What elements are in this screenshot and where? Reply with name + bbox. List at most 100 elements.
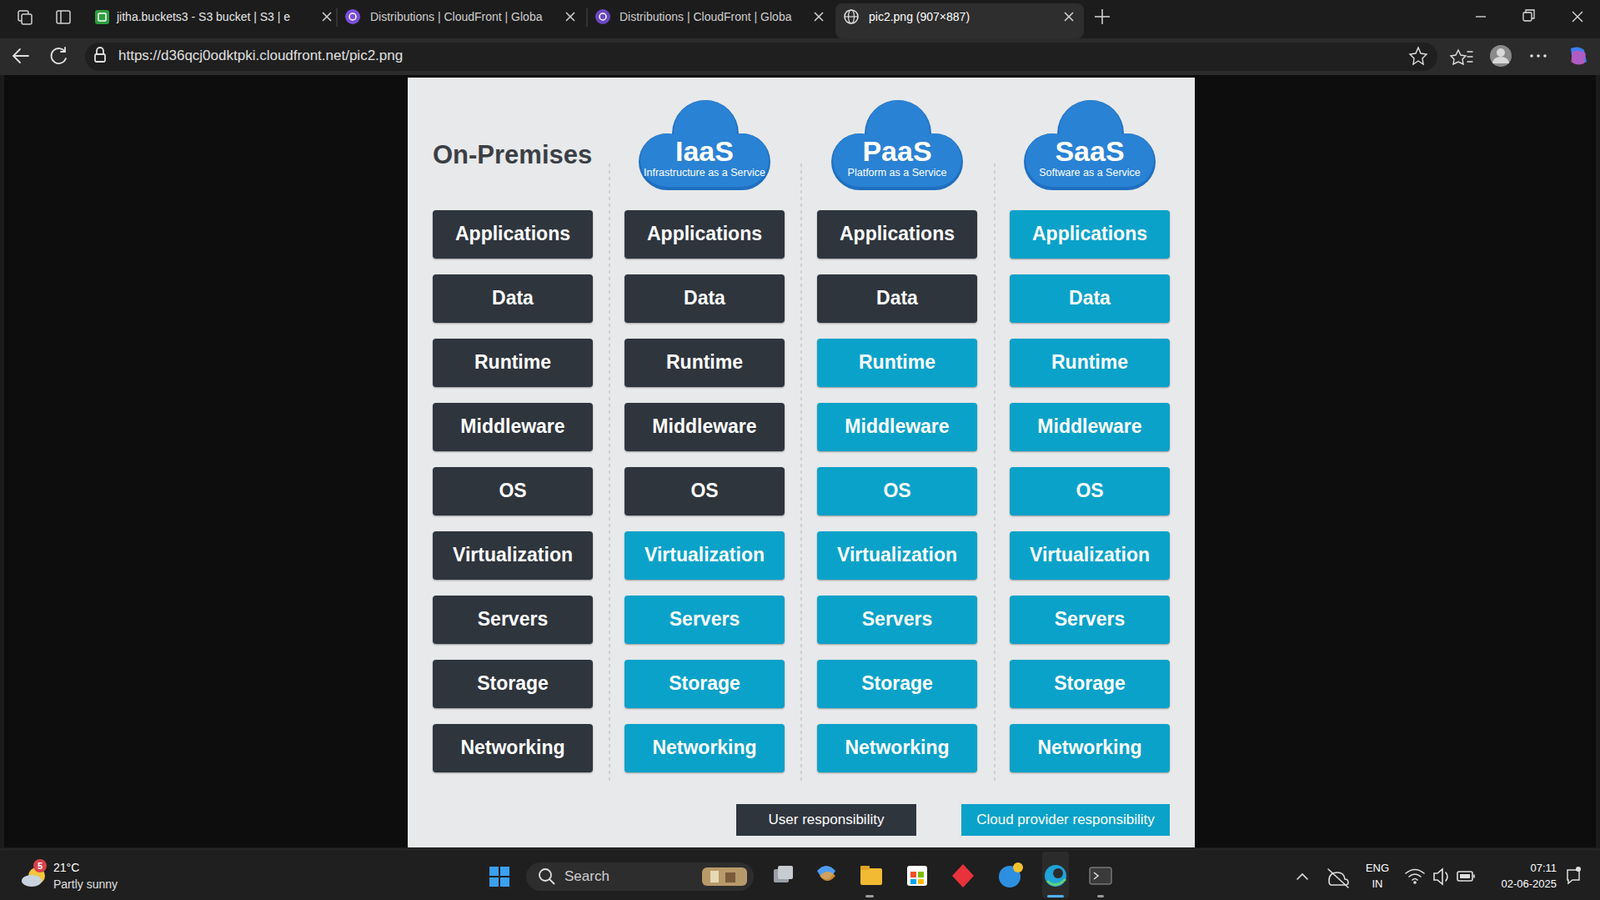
service-subtitle: Infrastructure as a Service — [643, 167, 766, 179]
layer-name: Networking — [844, 737, 949, 758]
layer-box: Networking — [624, 723, 785, 773]
layer-name: Middleware — [460, 416, 565, 437]
layer-name: OS — [882, 480, 911, 502]
layer-box: Runtime — [817, 338, 978, 387]
layer-box: OS — [624, 466, 785, 516]
service-subtitle: Platform as a Service — [847, 167, 948, 179]
layer-box: Storage — [1009, 659, 1170, 708]
column-heading: On-Premises — [432, 140, 592, 171]
region-code: IN — [1372, 877, 1384, 891]
legend-text: User responsibility — [768, 811, 885, 828]
layer-box: Runtime — [624, 338, 785, 387]
layer-box: Servers — [817, 595, 978, 644]
layer-box: Applications — [1009, 210, 1170, 259]
layer-name: Middleware — [1037, 416, 1142, 437]
layer-box: Applications — [432, 210, 593, 259]
layer-name: Runtime — [474, 351, 552, 373]
layer-name: Applications — [1032, 223, 1148, 245]
layer-box: OS — [432, 466, 593, 516]
layer-box: Networking — [817, 723, 978, 773]
search-text: Search — [564, 867, 610, 885]
layer-box: Runtime — [432, 338, 593, 387]
legend-swatch: User responsibility — [736, 803, 917, 836]
cloud-text-group: PaaSPlatform as a Service — [824, 93, 970, 196]
layer-box: Storage — [624, 659, 785, 708]
layer-name: Applications — [839, 223, 955, 245]
layer-box: Middleware — [432, 402, 593, 452]
legend-text: Cloud provider responsibility — [976, 811, 1155, 828]
layer-box: Virtualization — [817, 531, 978, 580]
service-name: IaaS — [675, 136, 734, 167]
layer-name: Middleware — [652, 416, 757, 437]
layer-name: Middleware — [844, 416, 949, 437]
layer-box: Middleware — [624, 402, 785, 452]
tab-title: pic2.png (907×887) — [868, 10, 970, 24]
language-code: ENG — [1365, 862, 1390, 875]
layer-box: Servers — [432, 595, 593, 644]
layer-box: OS — [1009, 466, 1170, 516]
layer-box: Virtualization — [624, 531, 785, 580]
layer-name: Virtualization — [837, 544, 958, 566]
service-cloud: PaaSPlatform as a Service — [824, 93, 970, 196]
layer-name: Servers — [862, 608, 933, 630]
layer-box: Data — [432, 274, 593, 323]
notification-badge: 5 — [37, 860, 43, 872]
layer-name: Servers — [1054, 608, 1125, 630]
layer-box: Storage — [432, 659, 593, 708]
layer-name: Storage — [668, 672, 741, 694]
layer-box: Servers — [624, 595, 785, 644]
layer-name: Applications — [455, 223, 571, 245]
service-name: PaaS — [862, 136, 932, 167]
layer-name: Data — [1068, 287, 1111, 309]
layer-box: Storage — [817, 659, 978, 708]
tab-title: Distributions | CloudFront | Globa — [619, 10, 792, 24]
layer-name: Networking — [1037, 737, 1142, 758]
layer-box: Networking — [1009, 723, 1170, 773]
layer-name: Networking — [460, 737, 565, 758]
layer-box: Applications — [624, 210, 785, 259]
clock-date: 02-06-2025 — [1501, 877, 1558, 891]
layer-name: Virtualization — [1029, 544, 1150, 566]
layer-name: OS — [1075, 480, 1104, 502]
layer-name: Runtime — [666, 351, 743, 373]
layer-name: Servers — [669, 608, 740, 630]
layer-box: Runtime — [1009, 338, 1170, 387]
layer-box: Middleware — [1009, 402, 1170, 452]
layer-box: Data — [817, 274, 978, 323]
clock-time: 07:11 — [1529, 862, 1557, 875]
service-cloud: SaaSSoftware as a Service — [1017, 93, 1163, 196]
layer-name: Networking — [652, 737, 757, 758]
layer-name: Data — [876, 287, 918, 309]
tab-title: jitha.buckets3 - S3 bucket | S3 | e — [116, 10, 291, 24]
layer-box: Data — [624, 274, 785, 323]
layer-name: Virtualization — [452, 544, 573, 566]
layer-name: Data — [491, 287, 534, 309]
weather-text: Partly sunny — [53, 877, 118, 891]
weather-temp: 21°C — [53, 860, 80, 874]
layer-name: Storage — [1053, 672, 1126, 694]
layer-name: Storage — [476, 672, 549, 694]
layer-name: Runtime — [1051, 351, 1129, 373]
layer-box: Virtualization — [1009, 531, 1170, 580]
layer-name: Applications — [647, 223, 763, 245]
layer-name: Runtime — [858, 351, 936, 373]
layer-box: Virtualization — [432, 531, 593, 580]
layer-name: OS — [498, 480, 527, 502]
layer-name: OS — [690, 480, 718, 502]
layer-name: Virtualization — [644, 544, 765, 566]
tab-title: Distributions | CloudFront | Globa — [370, 10, 542, 24]
cloud-text-group: IaaSInfrastructure as a Service — [631, 93, 778, 196]
service-name: SaaS — [1054, 136, 1124, 167]
layer-box: Networking — [432, 723, 593, 773]
layer-box: Data — [1009, 274, 1170, 323]
layer-name: Data — [683, 287, 726, 309]
layer-box: Middleware — [817, 402, 978, 452]
layer-name: Storage — [861, 672, 933, 694]
legend-swatch: Cloud provider responsibility — [961, 803, 1170, 836]
cloud-text-group: SaaSSoftware as a Service — [1017, 93, 1163, 196]
layer-name: Servers — [477, 608, 548, 630]
layer-box: OS — [817, 466, 978, 516]
service-subtitle: Software as a Service — [1038, 167, 1141, 179]
service-cloud: IaaSInfrastructure as a Service — [631, 93, 778, 196]
